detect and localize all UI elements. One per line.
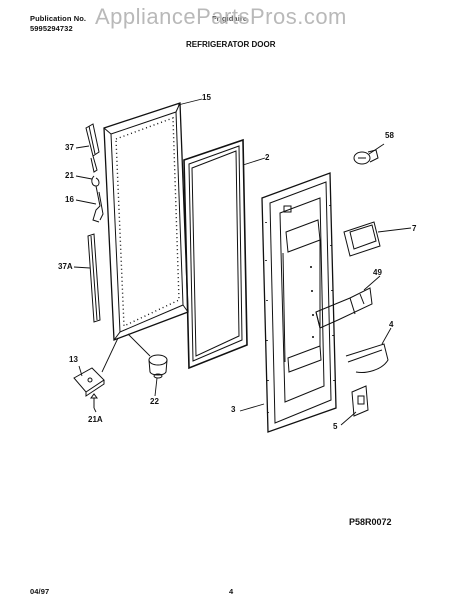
part-22-bushing (148, 354, 168, 379)
callout-21: 21 (65, 171, 74, 180)
part-13-hinge-cover (73, 367, 105, 397)
callout-5: 5 (333, 422, 338, 431)
callout-4: 4 (389, 320, 394, 329)
part-2-door-gasket (183, 138, 248, 370)
part-58-screw (353, 149, 379, 165)
footer-date: 04/97 (30, 587, 50, 596)
publication-label: Publication No. (30, 14, 87, 23)
callout-3: 3 (231, 405, 236, 414)
callout-13: 13 (69, 355, 78, 364)
callout-7: 7 (412, 224, 417, 233)
part-37-gasket-strip (85, 123, 100, 173)
callout-37a: 37A (58, 262, 73, 271)
callout-22: 22 (150, 397, 159, 406)
callout-16: 16 (65, 195, 74, 204)
callout-37: 37 (65, 143, 74, 152)
figure-code: P58R0072 (349, 517, 392, 527)
callout-15: 15 (202, 93, 211, 102)
part-21a-screw (90, 393, 98, 408)
part-16-hinge-strip (91, 175, 104, 223)
part-37a-gasket-strip (87, 233, 101, 323)
part-3-inner-door-panel (261, 172, 337, 433)
callout-2: 2 (265, 153, 270, 162)
section-title: REFRIGERATOR DOOR (186, 40, 276, 49)
leader-lines (73, 98, 412, 426)
publication-number: 5995294732 (30, 24, 73, 33)
watermark: AppliancePartsPros.com (95, 4, 347, 29)
part-49-door-bin (315, 287, 373, 329)
part-15-door-liner-frame (103, 102, 189, 341)
callout-58: 58 (385, 131, 394, 140)
part-7-dairy-door (343, 221, 381, 257)
callout-21a: 21A (88, 415, 103, 424)
page-number: 4 (229, 587, 234, 596)
part-4-shelf-retainer (345, 343, 389, 373)
part-5-bracket (351, 385, 369, 417)
callout-49: 49 (373, 268, 382, 277)
brand-name: Frigidaire (212, 14, 248, 23)
